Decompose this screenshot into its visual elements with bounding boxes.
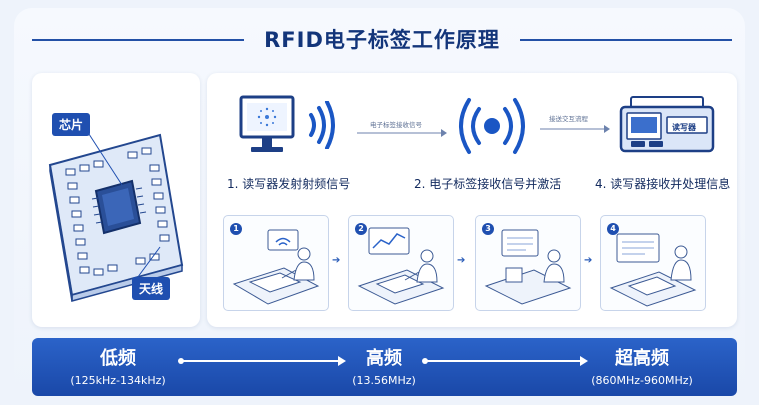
flow-arrow-2 [540, 125, 610, 133]
band-uhf: 超高频 (860MHz-960MHz) [572, 344, 712, 387]
working-flow-panel: 电子标签接收信号 接送交互流程 读写器 1. 读写器发射射频信号 2. 电子标签… [207, 73, 737, 327]
card-arrow-1: ➔ [332, 255, 341, 266]
person-processing-illustration [609, 233, 697, 307]
flow-arrow-1 [357, 129, 447, 137]
title-rule-left [32, 39, 244, 41]
card-arrow-2: ➔ [457, 255, 466, 266]
person-with-reader-illustration [232, 229, 320, 305]
frequency-bar: 低频 (125kHz-134kHz) 高频 (13.56MHz) 超高频 (86… [32, 338, 737, 396]
tag-signal-icon [459, 98, 525, 154]
arrow-label-2: 接送交互流程 [549, 115, 588, 123]
band-uhf-range: (860MHz-960MHz) [591, 374, 693, 387]
band-arrow-2 [422, 356, 588, 366]
band-arrow-1 [178, 356, 346, 366]
step-label-4: 4. 读写器接收并处理信息 [595, 177, 731, 191]
band-low-range: (125kHz-134kHz) [70, 374, 166, 387]
illustration-card-2: 2 [348, 215, 454, 311]
illustration-badge-2: 2 [355, 223, 367, 235]
person-viewing-chart-illustration [357, 227, 445, 305]
radio-waves-icon [309, 101, 335, 149]
page-title: RFID电子标签工作原理 [264, 28, 500, 52]
band-uhf-name: 超高频 [615, 348, 669, 369]
card-arrow-3: ➔ [584, 255, 593, 266]
antenna-label: 天线 [132, 277, 171, 300]
antenna-pads [65, 147, 170, 276]
rfid-tag-illustration [48, 130, 184, 302]
title-row: RFID电子标签工作原理 [32, 22, 732, 56]
step-label-1: 1. 读写器发射射频信号 [227, 177, 351, 191]
band-low: 低频 (125kHz-134kHz) [48, 344, 188, 387]
chip-label: 芯片 [52, 113, 91, 136]
band-low-name: 低频 [100, 348, 136, 369]
illustration-card-4: 4 [600, 215, 706, 311]
illustration-card-1: 1 [223, 215, 329, 311]
title-rule-right [520, 39, 732, 41]
band-high-range: (13.56MHz) [352, 374, 416, 387]
step-label-2: 2. 电子标签接收信号并激活 [414, 177, 562, 191]
tag-structure-panel: 芯片 天线 [32, 73, 200, 327]
band-high-name: 高频 [366, 348, 402, 369]
band-high: 高频 (13.56MHz) [314, 344, 454, 387]
arrow-label-1: 电子标签接收信号 [370, 121, 422, 129]
illustration-badge-4: 4 [607, 223, 619, 235]
person-with-panel-illustration [484, 229, 572, 305]
reader-device-icon [619, 96, 715, 153]
reader-screen-text: 读写器 [672, 123, 696, 132]
illustration-card-3: 3 [475, 215, 581, 311]
illustration-badge-3: 3 [482, 223, 494, 235]
monitor-icon [239, 95, 295, 152]
illustration-badge-1: 1 [230, 223, 242, 235]
